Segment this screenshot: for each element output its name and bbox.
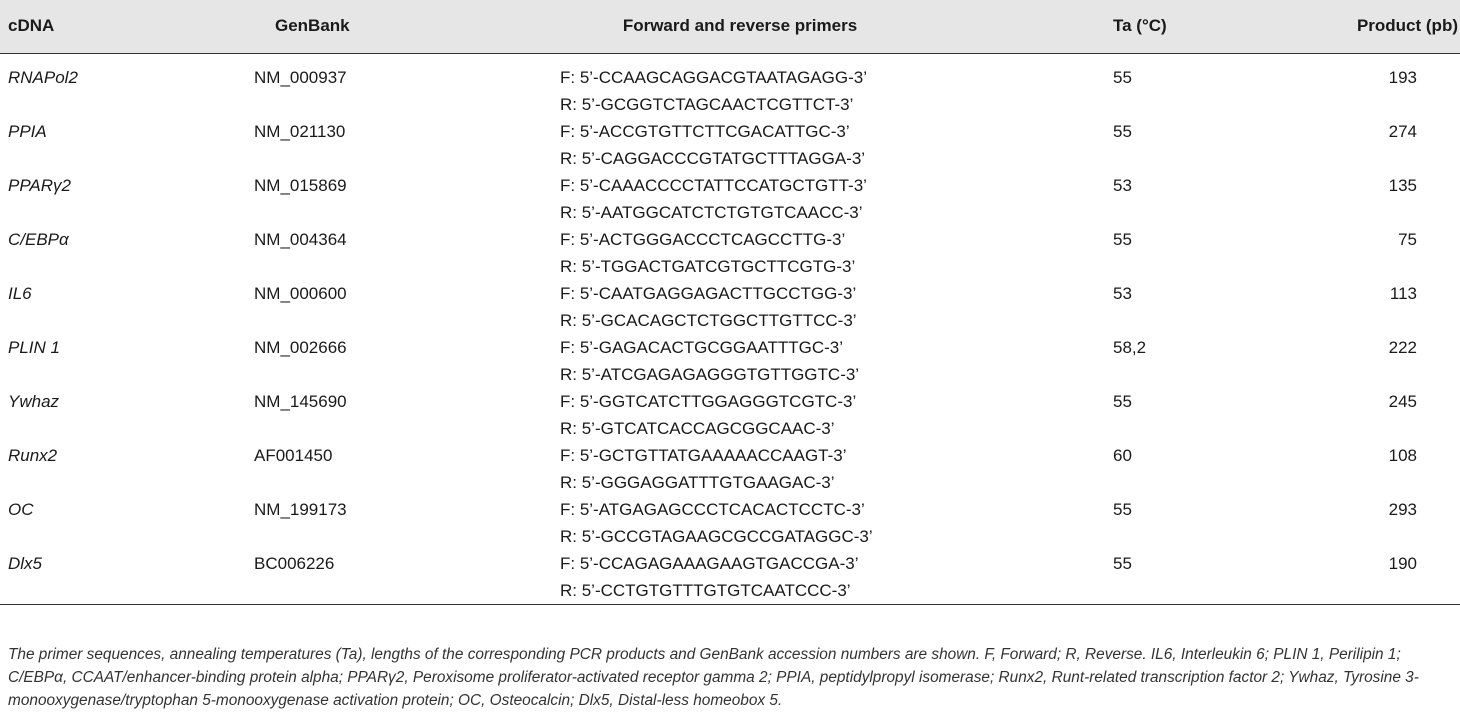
cell-product: 245 [1388,391,1417,411]
table-row: Runx2 AF001450 F: 5’-GCTGTTATGAAAAACCAAG… [0,442,1460,496]
reverse-primer: R: 5’-CAGGACCCGTATGCTTTAGGA-3’ [560,148,866,168]
table-body: RNAPol2 NM_000937 F: 5’-CCAAGCAGGACGTAAT… [0,54,1460,605]
table-row: Ywhaz NM_145690 F: 5’-GGTCATCTTGGAGGGTCG… [0,388,1460,442]
reverse-primer: R: 5’-GCACAGCTCTGGCTTGTTCC-3’ [560,310,857,330]
forward-primer: F: 5’-GAGACACTGCGGAATTTGC-3’ [560,337,844,357]
cell-product: 222 [1388,337,1417,357]
cell-ta: 58,2 [1113,337,1147,357]
forward-primer: F: 5’-ACTGGGACCCTCAGCCTTG-3’ [560,229,846,249]
cell-genbank: AF001450 [254,445,333,465]
cell-primers: F: 5’-CAAACCCCTATTCCATGCTGTT-3’ R: 5’-AA… [480,172,940,226]
forward-primer: F: 5’-GGTCATCTTGGAGGGTCGTC-3’ [560,391,857,411]
cell-genbank: NM_145690 [254,391,347,411]
cell-genbank: NM_015869 [254,175,347,195]
reverse-primer: R: 5’-CCTGTGTTTGTGTCAATCCC-3’ [560,580,851,600]
table-row: IL6 NM_000600 F: 5’-CAATGAGGAGACTTGCCTGG… [0,280,1460,334]
header-row: cDNA GenBank Forward and reverse primers… [0,0,1460,53]
table-row: PPARγ2 NM_015869 F: 5’-CAAACCCCTATTCCATG… [0,172,1460,226]
cell-primers: F: 5’-CCAGAGAAAGAAGTGACCGA-3’ R: 5’-CCTG… [480,550,940,605]
cell-genbank: NM_199173 [254,499,347,519]
cell-cdna: Runx2 [8,445,58,465]
reverse-primer: R: 5’-AATGGCATCTCTGTGTCAACC-3’ [560,202,863,222]
cell-ta: 53 [1113,175,1132,195]
cell-primers: F: 5’-GAGACACTGCGGAATTTGC-3’ R: 5’-ATCGA… [480,334,940,388]
cell-genbank: NM_021130 [254,121,346,141]
forward-primer: F: 5’-CCAGAGAAAGAAGTGACCGA-3’ [560,553,859,573]
cell-ta: 55 [1113,121,1132,141]
cell-product: 108 [1388,445,1417,465]
cell-product: 75 [1398,229,1417,249]
reverse-primer: R: 5’-GCCGTAGAAGCGCCGATAGGC-3’ [560,526,873,546]
reverse-primer: R: 5’-TGGACTGATCGTGCTTCGTG-3’ [560,256,856,276]
reverse-primer: R: 5’-GGGAGGATTTGTGAAGAC-3’ [560,472,835,492]
table-row: RNAPol2 NM_000937 F: 5’-CCAAGCAGGACGTAAT… [0,54,1460,118]
reverse-primer: R: 5’-GTCATCACCAGCGGCAAC-3’ [560,418,835,438]
cell-ta: 55 [1113,229,1132,249]
cell-ta: 55 [1113,553,1132,573]
cell-cdna: PLIN 1 [8,337,60,357]
cell-cdna: IL6 [8,283,32,303]
primer-table: cDNA GenBank Forward and reverse primers… [0,0,1460,605]
cell-cdna: PPARγ2 [8,175,71,195]
header-cdna: cDNA [8,16,55,36]
forward-primer: F: 5’-CCAAGCAGGACGTAATAGAGG-3’ [560,67,867,87]
forward-primer: F: 5’-GCTGTTATGAAAAACCAAGT-3’ [560,445,847,465]
cell-product: 190 [1388,553,1417,573]
cell-product: 274 [1388,121,1417,141]
cell-genbank: NM_004364 [254,229,347,249]
header-ta: Ta (°C) [1113,16,1167,36]
cell-genbank: NM_000937 [254,67,347,87]
table-row: PPIA NM_021130 F: 5’-ACCGTGTTCTTCGACATTG… [0,118,1460,172]
cell-primers: F: 5’-ACTGGGACCCTCAGCCTTG-3’ R: 5’-TGGAC… [480,226,940,280]
cell-ta: 55 [1113,67,1132,87]
cell-cdna: Ywhaz [8,391,60,411]
cell-primers: F: 5’-ACCGTGTTCTTCGACATTGC-3’ R: 5’-CAGG… [480,118,940,172]
forward-primer: F: 5’-ATGAGAGCCCTCACACTCCTC-3’ [560,499,865,519]
cell-product: 293 [1388,499,1417,519]
table-bottom-divider [0,603,1460,605]
cell-cdna: Dlx5 [8,553,43,573]
cell-genbank: BC006226 [254,553,335,573]
header-product: Product (pb) [1356,16,1458,36]
header-primers: Forward and reverse primers [622,16,858,36]
cell-cdna: C/EBPα [8,229,69,249]
cell-genbank: NM_002666 [254,337,347,357]
forward-primer: F: 5’-CAATGAGGAGACTTGCCTGG-3’ [560,283,857,303]
reverse-primer: R: 5’-GCGGTCTAGCAACTCGTTCT-3’ [560,94,854,114]
cell-product: 135 [1388,175,1417,195]
table-header: cDNA GenBank Forward and reverse primers… [0,0,1460,54]
primer-table-container: cDNA GenBank Forward and reverse primers… [0,0,1460,605]
cell-ta: 60 [1113,445,1132,465]
cell-primers: F: 5’-ATGAGAGCCCTCACACTCCTC-3’ R: 5’-GCC… [480,496,940,550]
table-row: PLIN 1 NM_002666 F: 5’-GAGACACTGCGGAATTT… [0,334,1460,388]
table-caption: The primer sequences, annealing temperat… [8,646,1419,710]
cell-primers: F: 5’-CAATGAGGAGACTTGCCTGG-3’ R: 5’-GCAC… [480,280,940,334]
reverse-primer: R: 5’-ATCGAGAGAGGGTGTTGGTC-3’ [560,364,860,384]
table-row: Dlx5 BC006226 F: 5’-CCAGAGAAAGAAGTGACCGA… [0,550,1460,605]
header-genbank: GenBank [275,16,350,36]
cell-cdna: OC [8,499,34,519]
table-row: OC NM_199173 F: 5’-ATGAGAGCCCTCACACTCCTC… [0,496,1460,550]
cell-primers: F: 5’-GGTCATCTTGGAGGGTCGTC-3’ R: 5’-GTCA… [480,388,940,442]
cell-ta: 53 [1113,283,1132,303]
cell-cdna: PPIA [8,121,47,141]
table-row: C/EBPα NM_004364 F: 5’-ACTGGGACCCTCAGCCT… [0,226,1460,280]
cell-product: 113 [1389,283,1417,303]
cell-ta: 55 [1113,499,1132,519]
header-divider [0,52,1460,54]
cell-genbank: NM_000600 [254,283,347,303]
cell-primers: F: 5’-CCAAGCAGGACGTAATAGAGG-3’ R: 5’-GCG… [480,54,940,118]
cell-product: 193 [1388,67,1417,87]
cell-cdna: RNAPol2 [8,67,78,87]
cell-ta: 55 [1113,391,1132,411]
forward-primer: F: 5’-ACCGTGTTCTTCGACATTGC-3’ [560,121,850,141]
cell-primers: F: 5’-GCTGTTATGAAAAACCAAGT-3’ R: 5’-GGGA… [480,442,940,496]
forward-primer: F: 5’-CAAACCCCTATTCCATGCTGTT-3’ [560,175,867,195]
